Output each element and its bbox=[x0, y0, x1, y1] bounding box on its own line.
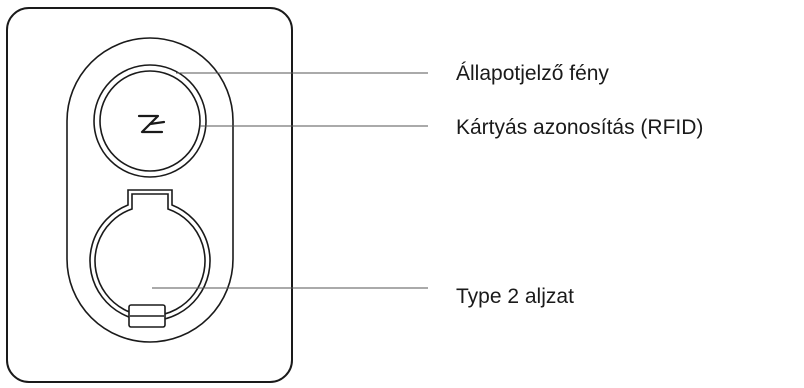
label-status-light: Állapotjelző fény bbox=[456, 62, 609, 85]
type2-socket bbox=[89, 189, 211, 328]
label-rfid: Kártyás azonosítás (RFID) bbox=[456, 116, 703, 139]
label-type2-socket: Type 2 aljzat bbox=[456, 285, 574, 308]
rfid-reader-disc bbox=[99, 70, 201, 172]
z-lightning-logo-icon bbox=[137, 114, 166, 134]
